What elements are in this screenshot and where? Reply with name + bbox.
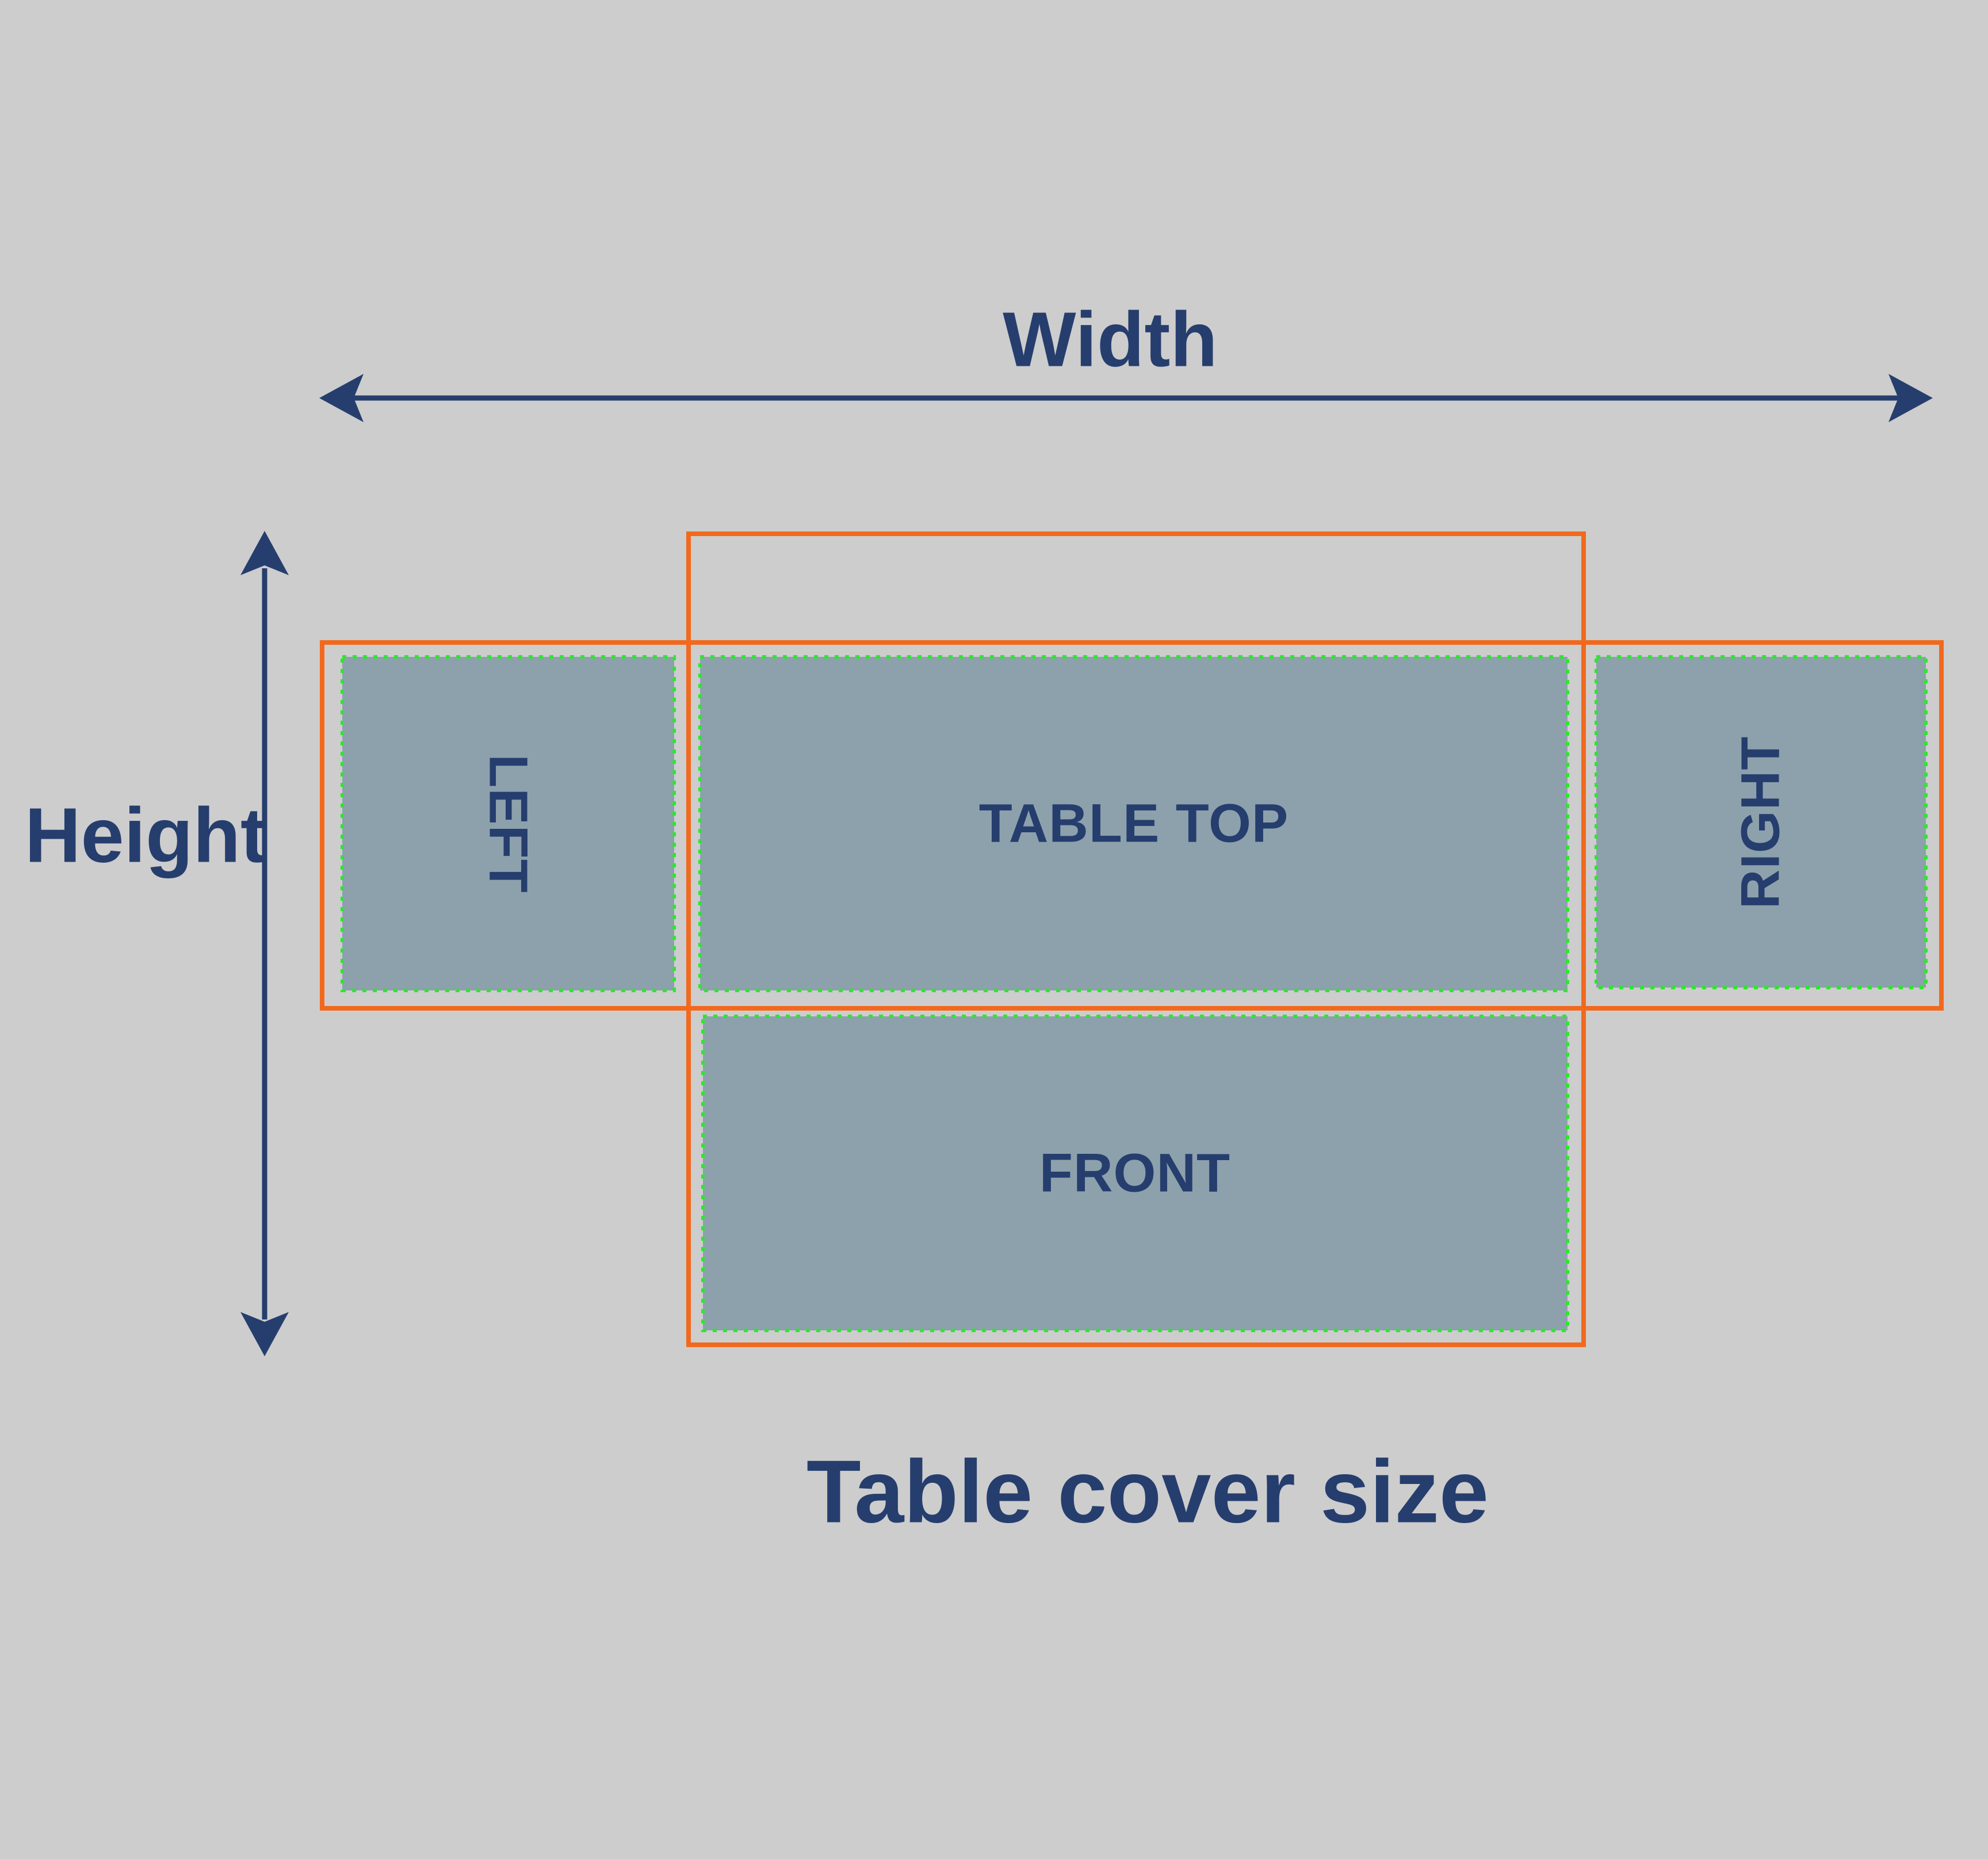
width-dimension-arrow (319, 374, 1933, 422)
width-arrow-right-head-icon (1888, 374, 1933, 422)
front-panel (701, 1015, 1569, 1332)
width-dimension-label: Width (1003, 296, 1218, 383)
left-panel-label: LEFT (477, 754, 539, 893)
height-arrow-top-head-icon (240, 531, 289, 575)
height-dimension-label: Height (25, 791, 266, 879)
width-arrow-left-head-icon (319, 374, 364, 422)
horizontal-fold-outline (320, 640, 1944, 1011)
table-top-panel-label: TABLE TOP (978, 793, 1289, 854)
right-panel-label: RIGHT (1730, 736, 1791, 909)
height-dimension-arrow (240, 531, 289, 1356)
height-arrow-bottom-head-icon (240, 1312, 289, 1356)
vertical-fold-outline (686, 531, 1586, 1347)
diagram-title: Table cover size (806, 1441, 1489, 1541)
table-top-panel (698, 655, 1569, 992)
front-panel-label: FRONT (1039, 1142, 1231, 1204)
right-panel (1595, 655, 1928, 989)
left-panel (341, 655, 676, 992)
